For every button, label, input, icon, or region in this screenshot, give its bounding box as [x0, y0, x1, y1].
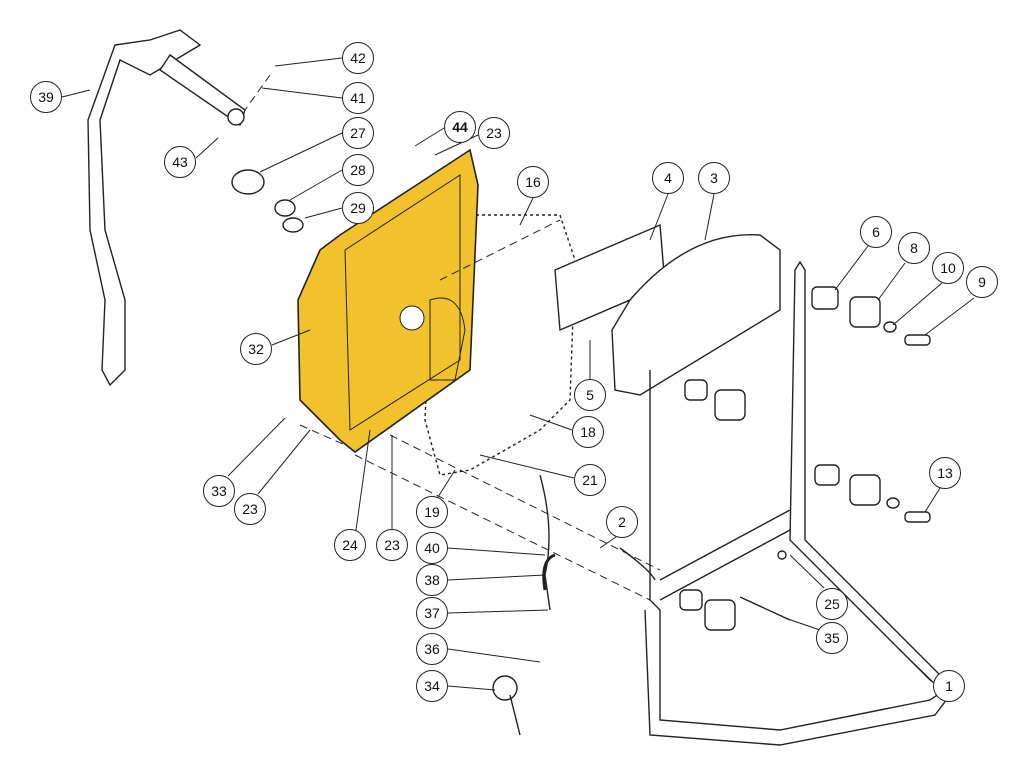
- throttle-lever: [492, 675, 518, 701]
- callout-25: 25: [816, 588, 848, 620]
- callout-21: 21: [574, 464, 606, 496]
- back-pad: [611, 233, 781, 396]
- callout-33: 33: [203, 475, 235, 507]
- callout-5: 5: [574, 379, 606, 411]
- callout-43: 43: [164, 146, 196, 178]
- handle: [159, 54, 246, 127]
- callout-44: 44: [444, 111, 476, 143]
- callout-10: 10: [932, 252, 964, 284]
- callout-35: 35: [816, 622, 848, 654]
- callout-38: 38: [416, 564, 448, 596]
- callout-42: 42: [342, 42, 374, 74]
- callout-40: 40: [416, 532, 448, 564]
- callout-41: 41: [342, 82, 374, 114]
- callout-4: 4: [652, 162, 684, 194]
- callout-28: 28: [342, 154, 374, 186]
- callout-9: 9: [966, 266, 998, 298]
- callout-23b: 23: [234, 493, 266, 525]
- callout-3: 3: [698, 162, 730, 194]
- fuel-cap: [231, 169, 265, 195]
- callout-23: 23: [478, 117, 510, 149]
- callout-34: 34: [416, 670, 448, 702]
- frame: [644, 260, 951, 746]
- callout-39: 39: [30, 81, 62, 113]
- callout-27: 27: [342, 117, 374, 149]
- shoulder-strap: [87, 29, 202, 387]
- callout-37: 37: [416, 597, 448, 629]
- callout-18: 18: [572, 416, 604, 448]
- fuel-tank-highlighted: [297, 148, 479, 454]
- callout-32: 32: [240, 333, 272, 365]
- callout-2: 2: [606, 506, 638, 538]
- callout-1: 1: [933, 670, 965, 702]
- callout-29: 29: [342, 192, 374, 224]
- callout-6: 6: [860, 216, 892, 248]
- callout-16: 16: [517, 166, 549, 198]
- callout-23c: 23: [376, 529, 408, 561]
- callout-19: 19: [416, 496, 448, 528]
- callout-36: 36: [416, 633, 448, 665]
- callout-8: 8: [898, 232, 930, 264]
- throttle-cable: [539, 474, 551, 611]
- callout-13: 13: [929, 457, 961, 489]
- callout-24: 24: [334, 529, 366, 561]
